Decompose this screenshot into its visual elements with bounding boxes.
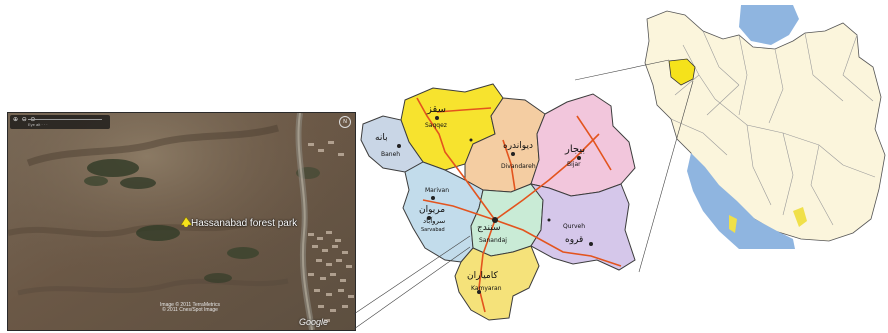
label-divandareh-en: Divandareh xyxy=(501,163,536,170)
satellite-terrain xyxy=(8,113,355,330)
zoom-controls-icon[interactable]: ⊕ ⊖ ⊙ xyxy=(13,117,37,123)
persian-gulf xyxy=(687,153,795,249)
label-qorveh-en: Qurveh xyxy=(563,223,585,230)
label-saqqez-en: Saqqez xyxy=(425,122,447,129)
credit-line: © 2011 Cnes/Spot Image xyxy=(162,307,218,313)
arabian-landmass xyxy=(729,215,737,233)
caspian-sea xyxy=(739,5,799,45)
label-kamyaran-fa: کامیاران xyxy=(467,271,498,281)
province-roads xyxy=(416,97,622,313)
map-navigation-toolbar[interactable]: ⊕ ⊖ ⊙ Eye alt · · · xyxy=(10,115,110,129)
label-kamyaran-en: Kamyaran xyxy=(471,285,502,292)
zoom-slider[interactable] xyxy=(28,119,102,120)
label-qorveh-fa: قروه xyxy=(565,235,583,245)
label-saqqez-fa: سقز xyxy=(426,104,446,115)
google-logo: Google xyxy=(299,317,329,327)
label-marivan-fa: مریوان xyxy=(419,205,445,215)
label-sarvabad-en: Sarvabad xyxy=(421,227,445,233)
label-marivan-en: Marivan xyxy=(425,187,449,194)
arabian-landmass-east xyxy=(793,207,807,227)
satellite-map-panel: ⊕ ⊖ ⊙ Eye alt · · · N Hassanabad forest … xyxy=(7,112,356,331)
imagery-credit: Image © 2011 TerraMetrics © 2011 Cnes/Sp… xyxy=(145,303,235,313)
iran-landmass xyxy=(644,10,886,242)
label-bijar-en: Bijar xyxy=(567,161,581,168)
iran-province-lines xyxy=(670,30,876,226)
park-label: Hassanabad forest park xyxy=(191,218,298,229)
label-baneh-en: Baneh xyxy=(381,151,400,158)
highlighted-province[interactable] xyxy=(668,58,696,86)
label-sarvabad-fa: سروآباد xyxy=(423,216,445,225)
compass-icon[interactable]: N xyxy=(339,116,351,128)
label-baneh-fa: بانه xyxy=(375,133,388,143)
city-dots xyxy=(397,116,593,294)
credit-line: Image © 2011 TerraMetrics xyxy=(160,302,220,308)
label-sanandaj-fa: سنندج xyxy=(477,223,501,233)
label-bijar-fa: بیجار xyxy=(564,144,585,155)
toolbar-text: Eye alt · · · xyxy=(28,122,48,127)
province-map: سقز Saqqez بانه Baneh دیواندره Divandare… xyxy=(360,83,636,321)
label-divandareh-fa: دیواندره xyxy=(503,141,533,151)
label-sanandaj-en: Sanandaj xyxy=(479,237,507,244)
iran-overview-map xyxy=(644,5,886,249)
park-marker-icon[interactable] xyxy=(180,216,193,227)
region-kamyaran[interactable] xyxy=(454,245,540,321)
